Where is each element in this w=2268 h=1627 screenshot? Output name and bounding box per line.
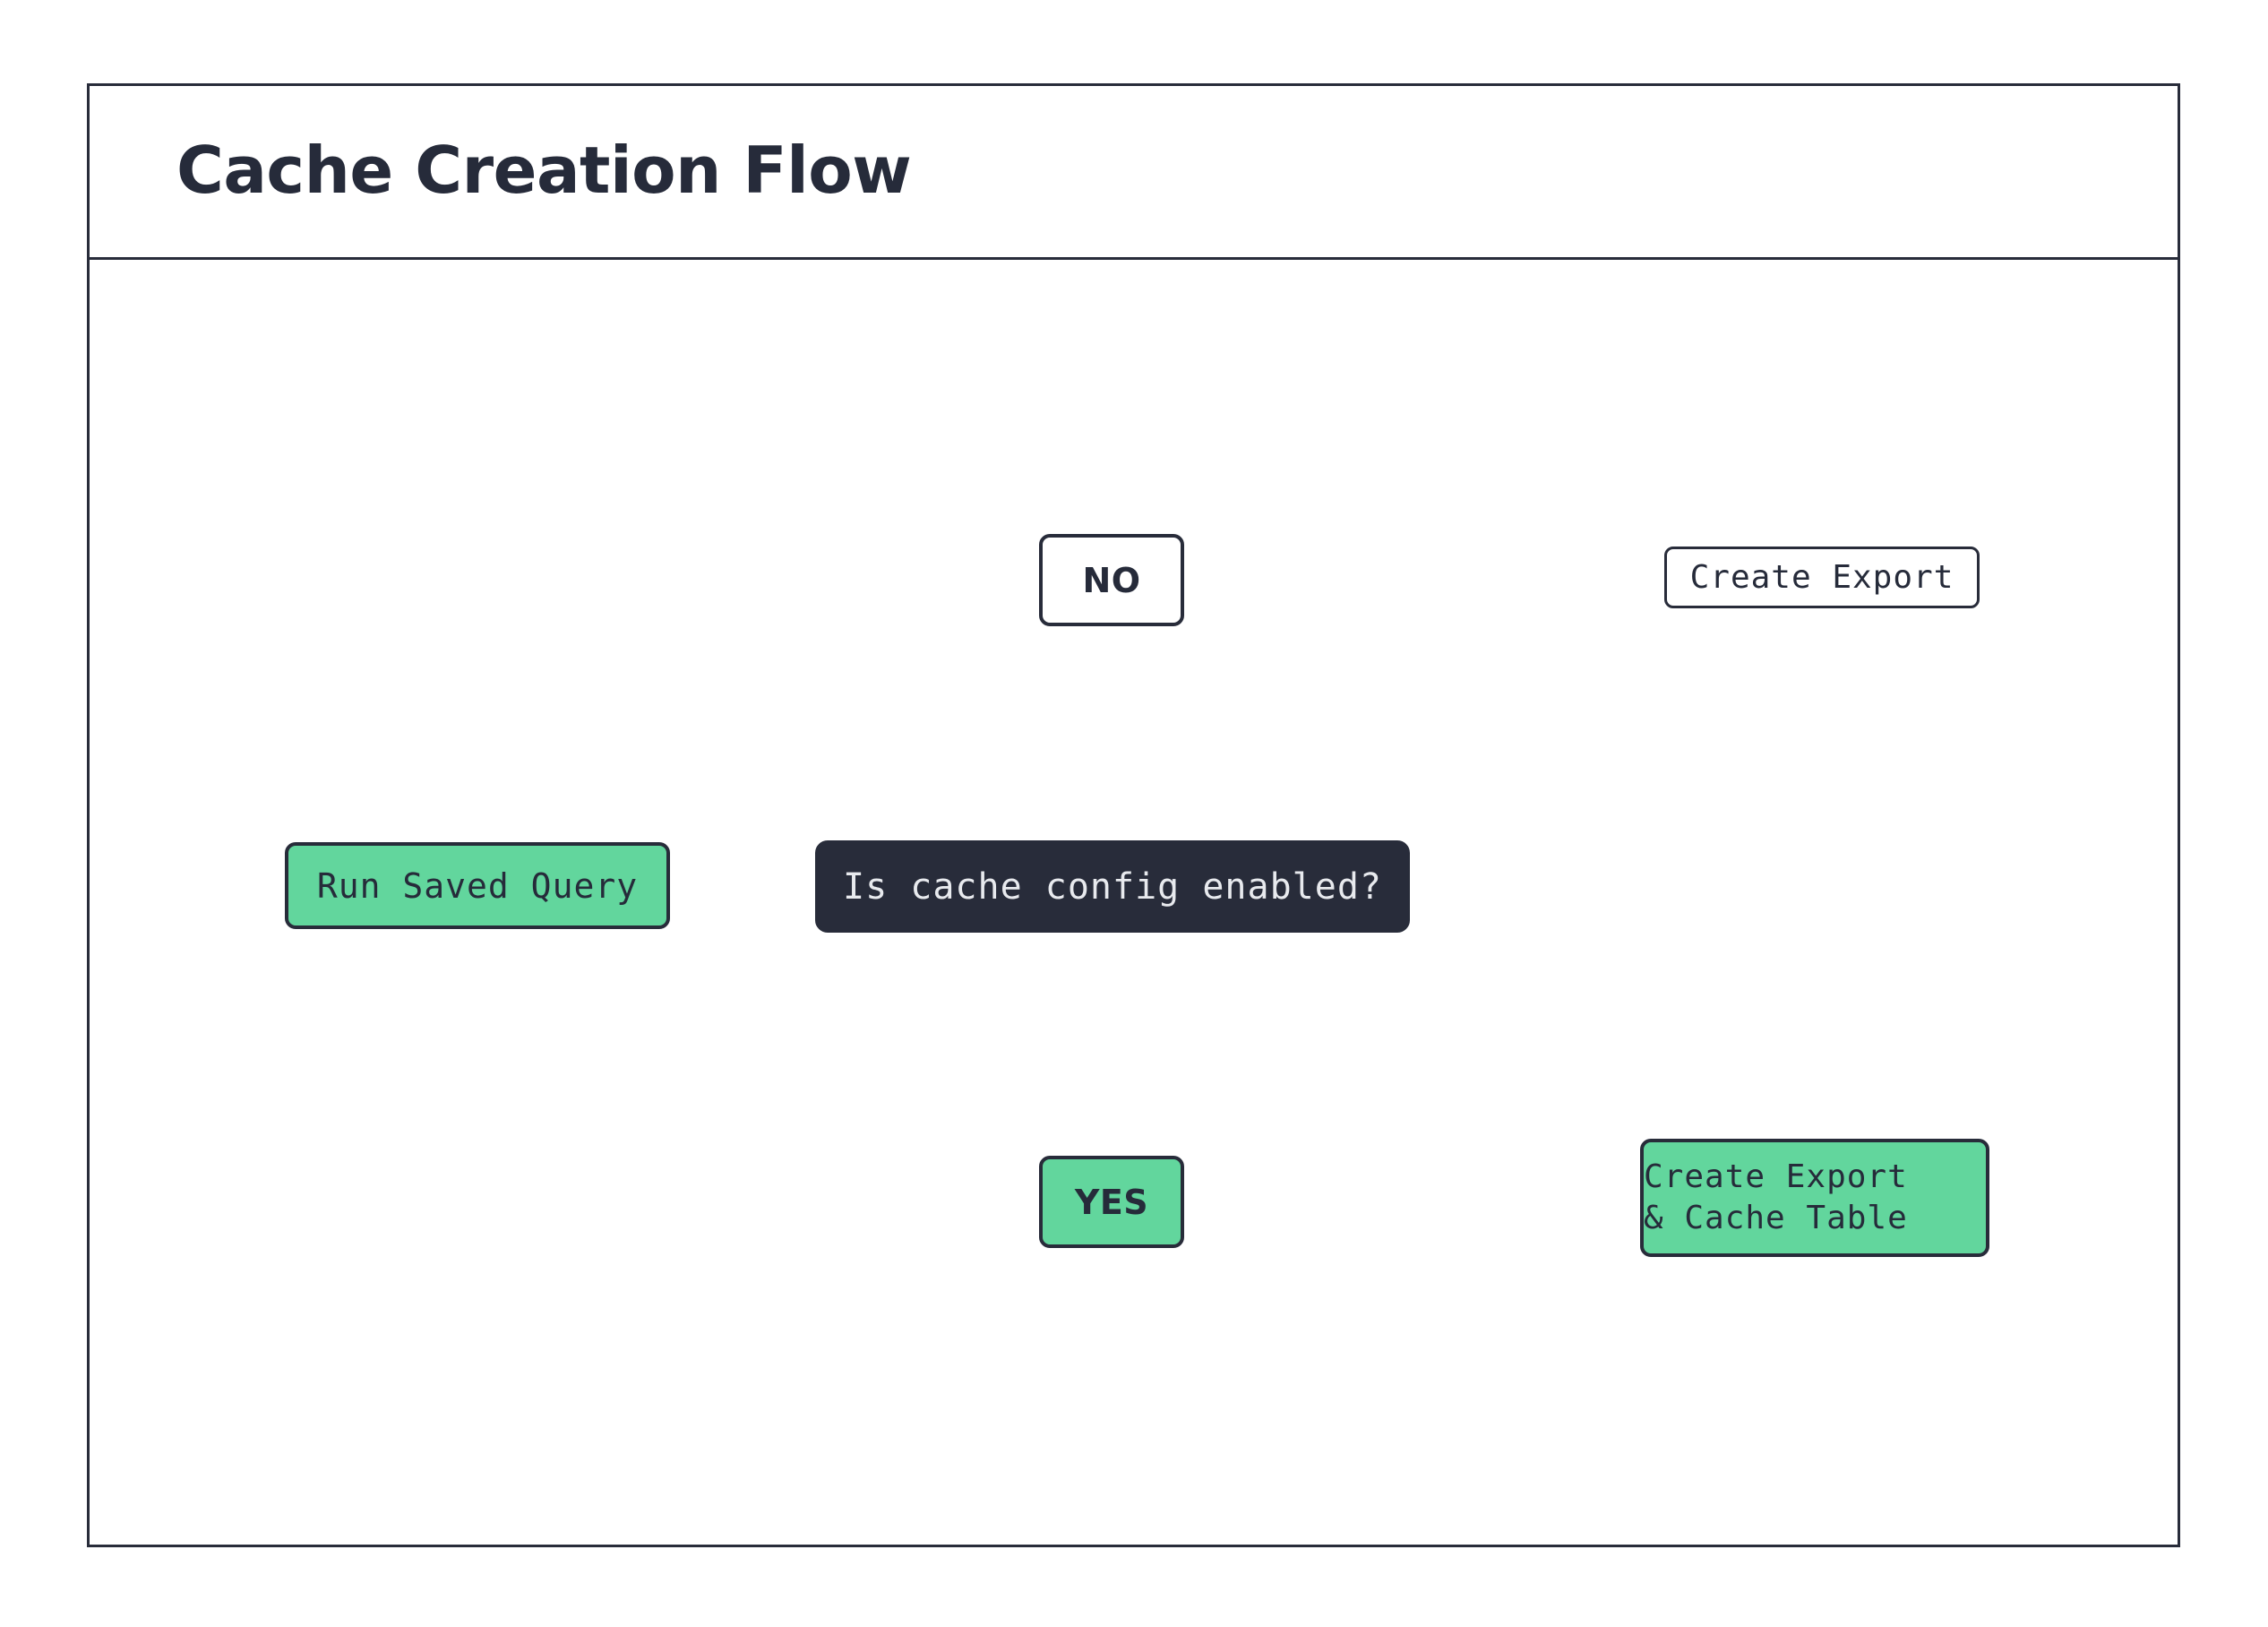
node-cache-label-line-2: & Cache Table — [1644, 1200, 1908, 1236]
node-run-saved-query[interactable]: Run Saved Query — [285, 842, 670, 929]
diagram-header: Cache Creation Flow — [87, 83, 2180, 260]
node-decision-cache-config[interactable]: Is cache config enabled? — [815, 840, 1410, 933]
diagram-frame — [87, 83, 2180, 1547]
branch-label-no[interactable]: NO — [1039, 534, 1184, 626]
node-create-export-and-cache-table[interactable]: Create Export & Cache Table — [1640, 1139, 1989, 1257]
node-cache-label-line-1: Create Export — [1644, 1158, 1908, 1195]
node-create-export[interactable]: Create Export — [1664, 547, 1980, 608]
page-title: Cache Creation Flow — [176, 133, 912, 208]
branch-label-yes[interactable]: YES — [1039, 1156, 1184, 1248]
